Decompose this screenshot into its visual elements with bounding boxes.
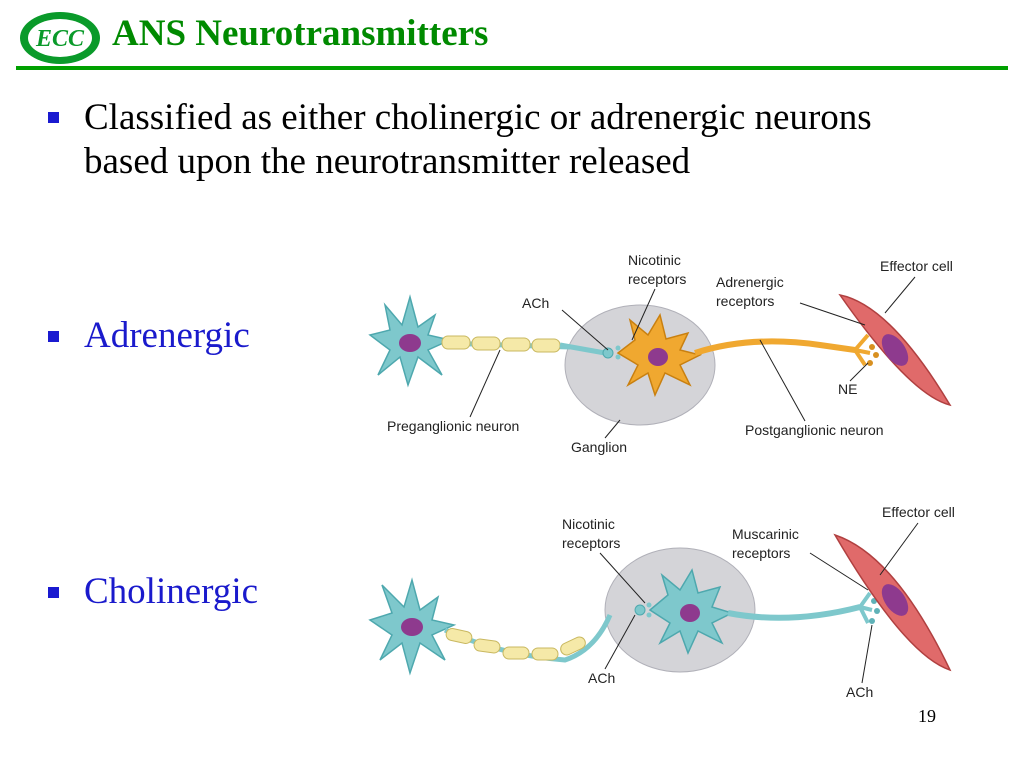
preganglionic-neuron-body (368, 577, 457, 676)
label-ach: ACh (846, 684, 873, 700)
label-ganglion: Ganglion (571, 439, 627, 455)
bullet-marker (48, 112, 59, 123)
label-receptors: receptors (732, 545, 790, 561)
ans-neuron-diagram: Nicotinic receptors ACh Adrenergic recep… (368, 252, 955, 700)
label-postganglionic: Postganglionic neuron (745, 422, 884, 438)
effector-cell (833, 533, 952, 672)
label-receptors: receptors (562, 535, 620, 551)
adrenergic-pathway: Nicotinic receptors ACh Adrenergic recep… (368, 252, 953, 455)
page-number: 19 (918, 706, 936, 726)
label-ne: NE (838, 381, 857, 397)
slide-title: ANS Neurotransmitters (112, 13, 489, 54)
ecc-logo: ECC (16, 8, 104, 68)
cholinergic-pathway: Nicotinic receptors Muscarinic receptors… (368, 504, 955, 700)
label-preganglionic: Preganglionic neuron (387, 418, 519, 434)
bullet-classified: Classified as either cholinergic or adre… (84, 97, 872, 182)
bullet-cholinergic: Cholinergic (84, 571, 259, 612)
label-nicotinic: Nicotinic (628, 252, 681, 268)
label-ach: ACh (588, 670, 615, 686)
label-effector-cell: Effector cell (880, 258, 953, 274)
label-ach: ACh (522, 295, 549, 311)
preganglionic-neuron-body (368, 294, 453, 388)
postganglionic-neuron-body (616, 313, 703, 398)
title-rule (16, 66, 1008, 70)
myelin-sheath (445, 628, 586, 661)
label-receptors: receptors (716, 293, 774, 309)
bullet-marker (48, 587, 59, 598)
label-muscarinic: Muscarinic (732, 526, 799, 542)
label-adrenergic: Adrenergic (716, 274, 784, 290)
svg-text:ECC: ECC (35, 26, 85, 52)
label-nicotinic: Nicotinic (562, 516, 615, 532)
bullet-adrenergic: Adrenergic (84, 315, 250, 356)
label-effector-cell: Effector cell (882, 504, 955, 520)
effector-cell (838, 293, 952, 407)
bullet-marker (48, 331, 59, 342)
label-receptors: receptors (628, 271, 686, 287)
